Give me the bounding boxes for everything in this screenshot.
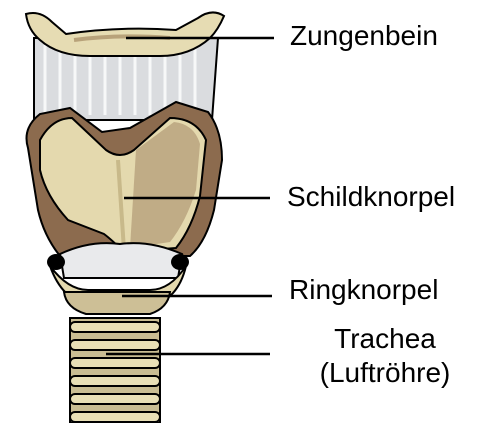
- trachea: [70, 318, 160, 423]
- trachea-ring-4: [70, 376, 160, 386]
- trachea-ring-6: [70, 412, 160, 422]
- trachea-ring-2: [70, 340, 160, 350]
- trachea-ring-3: [70, 358, 160, 368]
- trachea-tube: [70, 318, 160, 423]
- thyroid-cartilage: [27, 102, 223, 256]
- label-trachea-german: (Luftröhre): [300, 356, 470, 390]
- label-cricoid: Ringknorpel: [289, 274, 438, 306]
- trachea-ring-1: [70, 322, 160, 332]
- label-hyoid: Zungenbein: [290, 20, 438, 52]
- label-trachea: Trachea (Luftröhre): [300, 322, 470, 390]
- cricothyroid-membrane: [60, 243, 182, 278]
- trachea-ring-5: [70, 394, 160, 404]
- label-trachea-name: Trachea: [300, 322, 470, 356]
- label-thyroid: Schildknorpel: [287, 181, 455, 213]
- hyoid-bone: [26, 12, 224, 56]
